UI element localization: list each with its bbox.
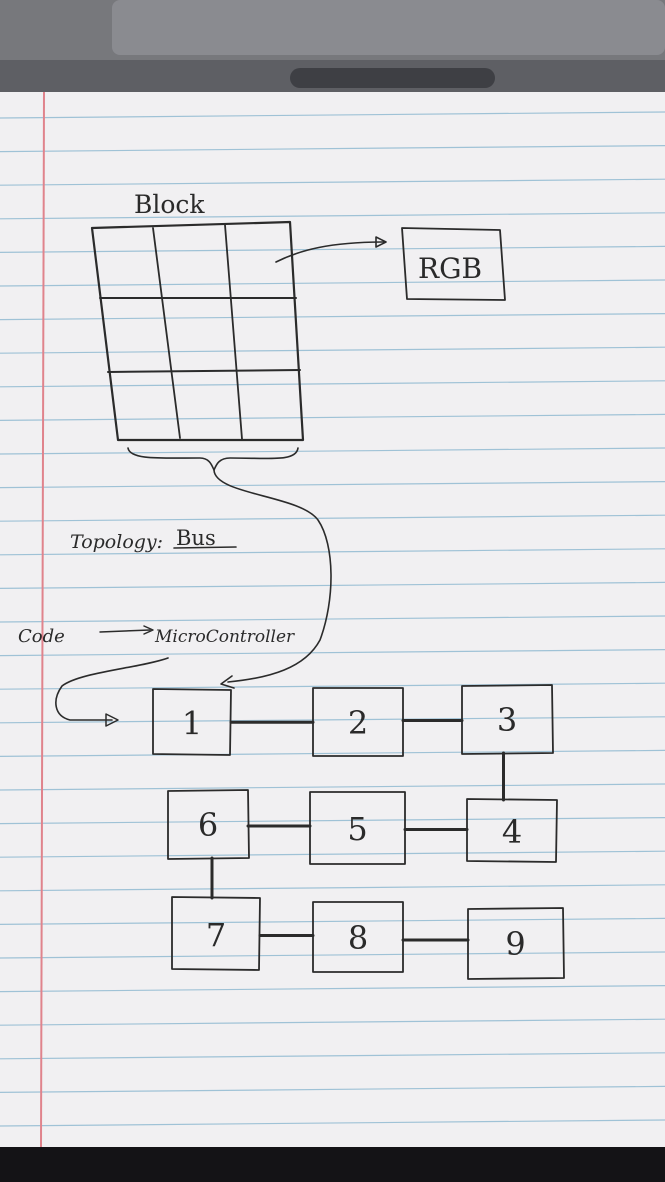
node-label: 7 xyxy=(206,916,226,954)
block-grid xyxy=(90,220,305,442)
node-links xyxy=(210,719,505,942)
laptop-hinge-notch xyxy=(290,68,495,88)
topology-underline xyxy=(173,546,237,549)
node-label: 8 xyxy=(348,919,368,957)
microcontroller-label: MicroController xyxy=(154,627,295,647)
node-2: 2 xyxy=(312,687,404,757)
node-3: 3 xyxy=(461,684,554,755)
rule-line xyxy=(0,212,665,220)
node-box xyxy=(152,688,232,756)
node-1: 1 xyxy=(152,688,232,756)
node-box xyxy=(309,791,406,865)
node-box xyxy=(466,798,558,863)
rgb-label: RGB xyxy=(418,252,482,285)
block-title: Block xyxy=(134,190,205,219)
rule-line xyxy=(0,1085,665,1093)
rule-line xyxy=(0,548,665,556)
rule-line xyxy=(0,178,665,186)
rule-line xyxy=(0,985,665,993)
rule-line xyxy=(0,1018,665,1026)
rule-line xyxy=(0,346,665,354)
node-label: 2 xyxy=(348,704,368,742)
node-6: 6 xyxy=(167,789,250,860)
rule-line xyxy=(0,716,665,724)
node-7: 7 xyxy=(171,896,261,971)
rule-line xyxy=(0,917,665,925)
node-9: 9 xyxy=(467,907,565,980)
rule-line xyxy=(0,682,665,690)
node-label: 6 xyxy=(198,806,218,844)
rule-line xyxy=(0,111,665,119)
node-label: 4 xyxy=(502,813,522,851)
desk-surface xyxy=(0,1147,665,1182)
node-box xyxy=(312,901,404,973)
rule-line xyxy=(0,413,665,421)
code-to-controller-arrow xyxy=(99,629,151,633)
rule-line xyxy=(0,615,665,623)
arrowhead-controller xyxy=(143,625,154,635)
node-box xyxy=(461,684,554,755)
topology-label: Topology: xyxy=(70,531,163,553)
laptop-screen-bezel xyxy=(112,0,665,55)
code-label: Code xyxy=(18,626,65,647)
node-4: 4 xyxy=(466,798,558,863)
node-box xyxy=(467,907,565,980)
node-label: 9 xyxy=(505,925,525,963)
node-label: 1 xyxy=(182,705,202,743)
node-8: 8 xyxy=(312,901,404,973)
rule-line xyxy=(0,245,665,253)
node-box xyxy=(171,896,261,971)
rule-line xyxy=(0,1052,665,1060)
rule-line xyxy=(0,649,665,657)
controller-to-node1-loop xyxy=(55,657,169,721)
arrowhead-node1-from-grid xyxy=(220,675,235,689)
arrowhead-node1 xyxy=(105,713,119,727)
rgb-box: RGB xyxy=(401,227,506,301)
node-box xyxy=(167,789,250,860)
rule-line xyxy=(0,145,665,153)
node-label: 3 xyxy=(497,701,517,739)
rule-line xyxy=(0,749,665,757)
rule-line xyxy=(0,1119,665,1127)
rule-line xyxy=(0,884,665,892)
rule-line xyxy=(0,817,665,825)
rule-line xyxy=(0,951,665,959)
rule-line xyxy=(0,514,665,522)
node-label: 5 xyxy=(347,810,367,848)
rule-line xyxy=(0,850,665,858)
topology-value: Bus xyxy=(176,526,216,550)
node-grid: 1 2 3 4 5 6 7 8 9 xyxy=(152,684,565,980)
node-5: 5 xyxy=(309,791,406,865)
ruled-lines xyxy=(0,111,665,1127)
rule-line xyxy=(0,783,665,791)
margin-line xyxy=(40,91,45,1148)
arrowhead-rgb xyxy=(375,236,387,248)
rule-line xyxy=(0,447,665,455)
bus-connection-curve xyxy=(213,469,332,683)
rule-line xyxy=(0,279,665,287)
arrow-to-rgb xyxy=(275,241,385,263)
node-box xyxy=(312,687,404,757)
rule-line xyxy=(0,481,665,489)
rule-line xyxy=(0,581,665,589)
rule-line xyxy=(0,313,665,321)
